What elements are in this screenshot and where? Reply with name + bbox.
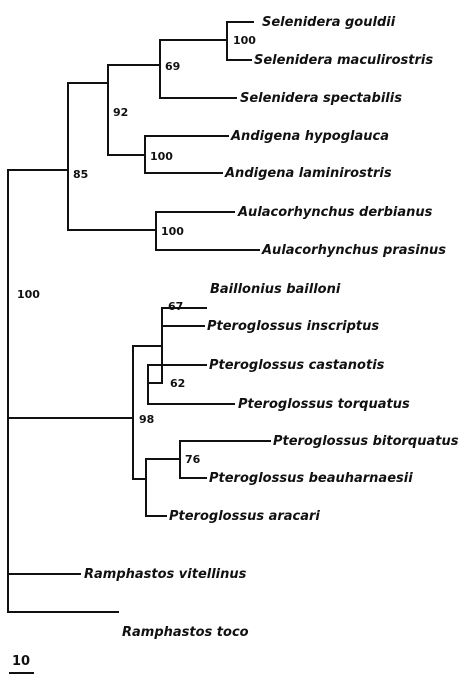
support-value-n76: 76 xyxy=(185,453,201,466)
taxon-label-aracari: Pteroglossus aracari xyxy=(169,509,320,524)
support-value-n100-aul: 100 xyxy=(161,225,184,238)
tree-branches xyxy=(7,21,271,613)
taxon-label-inscriptus: Pteroglossus inscriptus xyxy=(207,319,379,334)
taxon-label-bitorquatus: Pteroglossus bitorquatus xyxy=(273,434,459,449)
taxon-labels: Selenidera gouldii Selenidera maculirost… xyxy=(84,15,459,640)
support-value-root: 100 xyxy=(17,288,40,301)
taxon-label-toco: Ramphastos toco xyxy=(122,625,249,640)
support-value-n85: 85 xyxy=(73,168,88,181)
taxon-label-beauharnaesii: Pteroglossus beauharnaesii xyxy=(209,471,413,486)
support-value-n67: 67 xyxy=(168,300,183,313)
scale-bar: 10 xyxy=(9,654,34,674)
scale-bar-label: 10 xyxy=(12,654,30,669)
taxon-label-hypoglauca: Andigena hypoglauca xyxy=(230,129,389,144)
taxon-label-castanotis: Pteroglossus castanotis xyxy=(209,358,385,373)
support-value-n62: 62 xyxy=(170,377,185,390)
support-value-n98: 98 xyxy=(139,413,154,426)
taxon-label-vitellinus: Ramphastos vitellinus xyxy=(84,567,247,582)
taxon-label-maculirostris: Selenidera maculirostris xyxy=(254,53,433,68)
taxon-label-bailloni: Baillonius bailloni xyxy=(210,282,341,297)
support-value-n92: 92 xyxy=(113,106,128,119)
taxon-label-derbianus: Aulacorhynchus derbianus xyxy=(237,205,433,220)
taxon-label-prasinus: Aulacorhynchus prasinus xyxy=(261,243,446,258)
taxon-label-spectabilis: Selenidera spectabilis xyxy=(240,91,402,106)
taxon-label-gouldii: Selenidera gouldii xyxy=(262,15,396,30)
taxon-label-torquatus: Pteroglossus torquatus xyxy=(238,397,410,412)
support-values: 100 85 92 69 100 100 100 98 67 62 76 xyxy=(17,34,256,466)
support-value-n69: 69 xyxy=(165,60,180,73)
taxon-label-laminirostris: Andigena laminirostris xyxy=(224,166,392,181)
support-value-n100-sel: 100 xyxy=(233,34,256,47)
support-value-n100-and: 100 xyxy=(150,150,173,163)
